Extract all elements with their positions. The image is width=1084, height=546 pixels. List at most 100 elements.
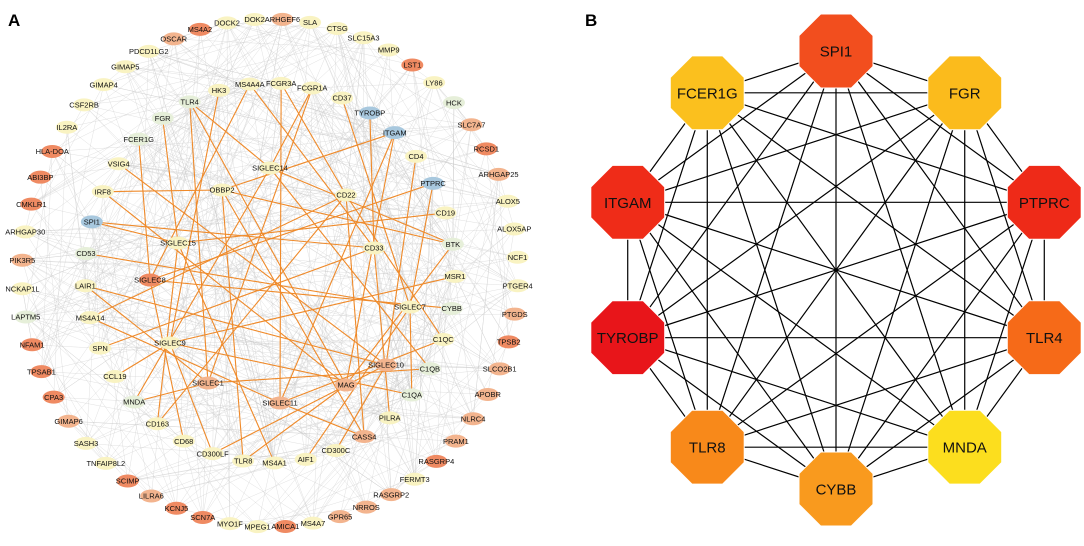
node-label: PTGDS <box>502 310 528 319</box>
node-myo1f: MYO1F <box>217 517 243 531</box>
node-label: NCKAP1L <box>5 284 39 293</box>
network-edge <box>249 22 311 85</box>
network-edge <box>127 418 474 482</box>
node-shape <box>422 176 445 190</box>
node-label: CD163 <box>146 419 169 428</box>
network-edge <box>31 37 364 205</box>
network-edge <box>102 83 250 192</box>
node-label: CD68 <box>174 437 193 446</box>
hub-label: FCER1G <box>677 85 738 102</box>
node-label: PIK3R5 <box>9 256 35 265</box>
node-label: APOBR <box>475 390 502 399</box>
node-label: LILRA6 <box>139 492 164 501</box>
network-edge <box>453 102 499 175</box>
node-shape <box>188 22 211 36</box>
node-c1qa: C1QA <box>400 388 423 402</box>
node-label: CSF2RB <box>69 101 99 110</box>
siglec-edge <box>85 252 411 308</box>
network-edge <box>85 64 413 444</box>
node-scimp: SCIMP <box>116 474 140 488</box>
hub-edge <box>627 201 966 448</box>
hub-edge <box>835 201 1045 490</box>
network-edge <box>282 19 375 249</box>
network-edge <box>345 308 452 386</box>
node-shape <box>488 362 511 376</box>
node-shape <box>197 376 219 390</box>
node-shape <box>57 414 80 428</box>
node-label: OBBP2 <box>209 186 234 195</box>
node-spi1: SPI1 <box>80 215 103 229</box>
network-edge <box>312 87 457 442</box>
node-slco2b1: SLCO2B1 <box>483 362 517 376</box>
node-slc7a7: SLC7A7 <box>457 118 485 132</box>
network-edge <box>25 231 390 419</box>
hub-octagon <box>927 55 1003 131</box>
network-edge <box>486 148 509 342</box>
network-edge <box>85 132 395 286</box>
node-label: CD19 <box>436 209 455 218</box>
network-edge <box>25 316 390 419</box>
node-shape <box>294 452 317 466</box>
network-edge <box>229 285 518 524</box>
network-edge <box>162 118 508 202</box>
network-edge <box>68 421 184 442</box>
network-edge <box>173 38 515 315</box>
siglec-edge <box>85 285 209 384</box>
hub-label: TLR8 <box>689 440 726 457</box>
node-cd300c: CD300C <box>321 444 351 458</box>
node-label: FCGR3A <box>266 79 296 88</box>
network-edge <box>173 38 244 462</box>
network-edge <box>22 183 434 261</box>
node-shape <box>444 434 467 448</box>
node-label: CCL19 <box>103 372 126 381</box>
network-edge <box>89 139 139 318</box>
siglec-edge <box>269 87 313 169</box>
node-label: MPEG1 <box>244 522 270 531</box>
node-aif1: AIF1 <box>294 452 317 466</box>
node-label: RASGRP2 <box>373 490 409 499</box>
node-cd53: CD53 <box>74 246 97 260</box>
node-label: GIMAP5 <box>111 62 139 71</box>
node-shape <box>497 335 520 349</box>
network-edge <box>218 90 392 495</box>
network-edge <box>409 156 417 308</box>
node-shape <box>89 341 112 355</box>
node-shape <box>172 434 195 448</box>
node-label: SIGLEC15 <box>160 239 196 248</box>
network-edge <box>207 382 474 419</box>
network-edge <box>202 124 472 518</box>
siglec-edge <box>249 83 375 249</box>
network-edge <box>125 66 179 244</box>
gray-edge-layer <box>22 19 518 527</box>
network-edge <box>309 22 509 342</box>
node-nrros: NRROS <box>353 500 380 514</box>
node-shape <box>425 454 448 468</box>
node-label: MSR1 <box>445 272 466 281</box>
network-edge <box>127 368 430 482</box>
network-edge <box>269 22 311 169</box>
node-label: NFAM1 <box>20 340 45 349</box>
network-edge <box>105 38 174 464</box>
orange-edge-layer <box>85 83 456 464</box>
node-sash3: SASH3 <box>74 436 98 450</box>
hub-label: FGR <box>949 85 981 102</box>
siglec-edge <box>114 342 171 378</box>
network-edge <box>151 453 213 497</box>
network-edge <box>269 97 343 169</box>
node-shape <box>329 510 352 524</box>
hub-edge <box>627 92 965 203</box>
siglec-edge <box>345 132 396 386</box>
siglec-edge <box>177 212 446 244</box>
network-edge <box>454 276 474 419</box>
node-label: MS4A14 <box>76 313 105 322</box>
siglec-edge <box>91 221 375 249</box>
network-edge <box>25 163 119 233</box>
network-edge <box>177 228 515 244</box>
node-label: GPR65 <box>328 512 353 521</box>
node-shape <box>162 32 185 46</box>
siglec-edge <box>207 87 313 384</box>
node-label: CD22 <box>336 191 355 200</box>
node-shape <box>55 120 78 134</box>
node-oscar: OSCAR <box>160 32 188 46</box>
node-label: HK3 <box>212 86 227 95</box>
